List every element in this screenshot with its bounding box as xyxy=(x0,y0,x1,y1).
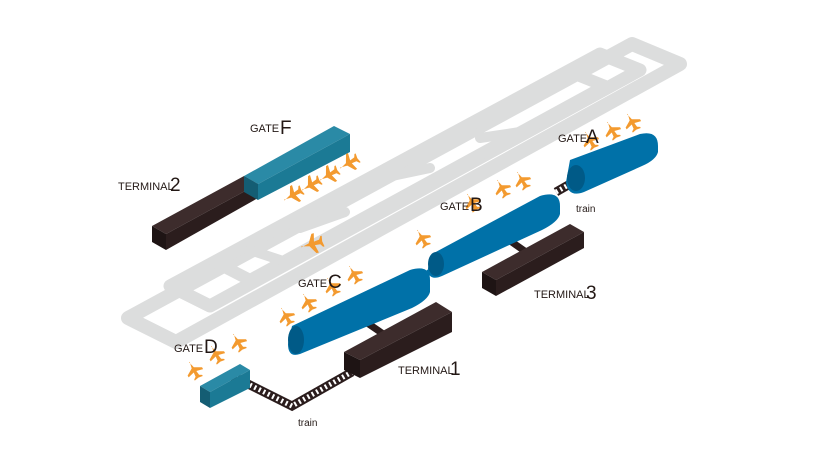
terminal-1-building xyxy=(344,302,452,378)
gate-a-letter: A xyxy=(586,127,599,148)
gate-a-building xyxy=(566,133,658,194)
gate-d-letter: D xyxy=(204,337,218,358)
terminal-3-word: TERMINAL xyxy=(534,289,590,301)
label-gate-b: GATE B xyxy=(440,195,483,216)
gate-c-letter: C xyxy=(328,272,342,293)
terminal-2-building xyxy=(152,176,258,250)
gate-b-letter: B xyxy=(470,195,483,216)
airplane-icon xyxy=(182,357,207,383)
terminal-1-number: 1 xyxy=(450,359,461,380)
label-terminal-3: TERMINAL 3 xyxy=(534,283,597,304)
train-track-lower xyxy=(229,368,355,412)
gate-c-building xyxy=(288,268,430,355)
label-gate-f: GATE F xyxy=(250,118,292,139)
airplane-icon xyxy=(274,303,299,329)
gate-a-word: GATE xyxy=(558,133,587,145)
runway-system xyxy=(121,37,687,349)
taxiway-links xyxy=(245,127,525,265)
gate-b-building xyxy=(428,194,560,278)
train-label-upper: train xyxy=(576,204,595,215)
terminal-2-word: TERMINAL xyxy=(118,181,174,193)
gate-f-letter: F xyxy=(280,118,292,139)
airplane-icon xyxy=(296,289,321,315)
gate-f-word: GATE xyxy=(250,123,279,135)
airplane-icon xyxy=(600,117,625,143)
train-label-lower: train xyxy=(298,418,317,429)
airplane-icon xyxy=(620,109,645,135)
gate-d-building xyxy=(200,364,250,408)
gate-f-building xyxy=(244,126,350,200)
label-gate-a: GATE A xyxy=(558,127,599,148)
terminal-3-number: 3 xyxy=(586,283,597,304)
airplane-icon xyxy=(510,167,535,193)
airplane-icon xyxy=(490,175,515,201)
gate-d-word: GATE xyxy=(174,343,203,355)
gate-c-word: GATE xyxy=(298,278,327,290)
airplane-icon xyxy=(226,329,251,355)
label-gate-d: GATE D xyxy=(174,337,218,358)
terminal-2-number: 2 xyxy=(170,175,181,196)
label-gate-c: GATE C xyxy=(298,272,342,293)
terminal-1-word: TERMINAL xyxy=(398,365,454,377)
label-terminal-1: TERMINAL 1 xyxy=(398,359,461,380)
airplane-icon xyxy=(342,261,367,287)
airplane-icon xyxy=(410,225,435,251)
gate-b-word: GATE xyxy=(440,201,469,213)
runway-inner xyxy=(209,66,611,286)
label-terminal-2: TERMINAL 2 xyxy=(118,175,181,196)
